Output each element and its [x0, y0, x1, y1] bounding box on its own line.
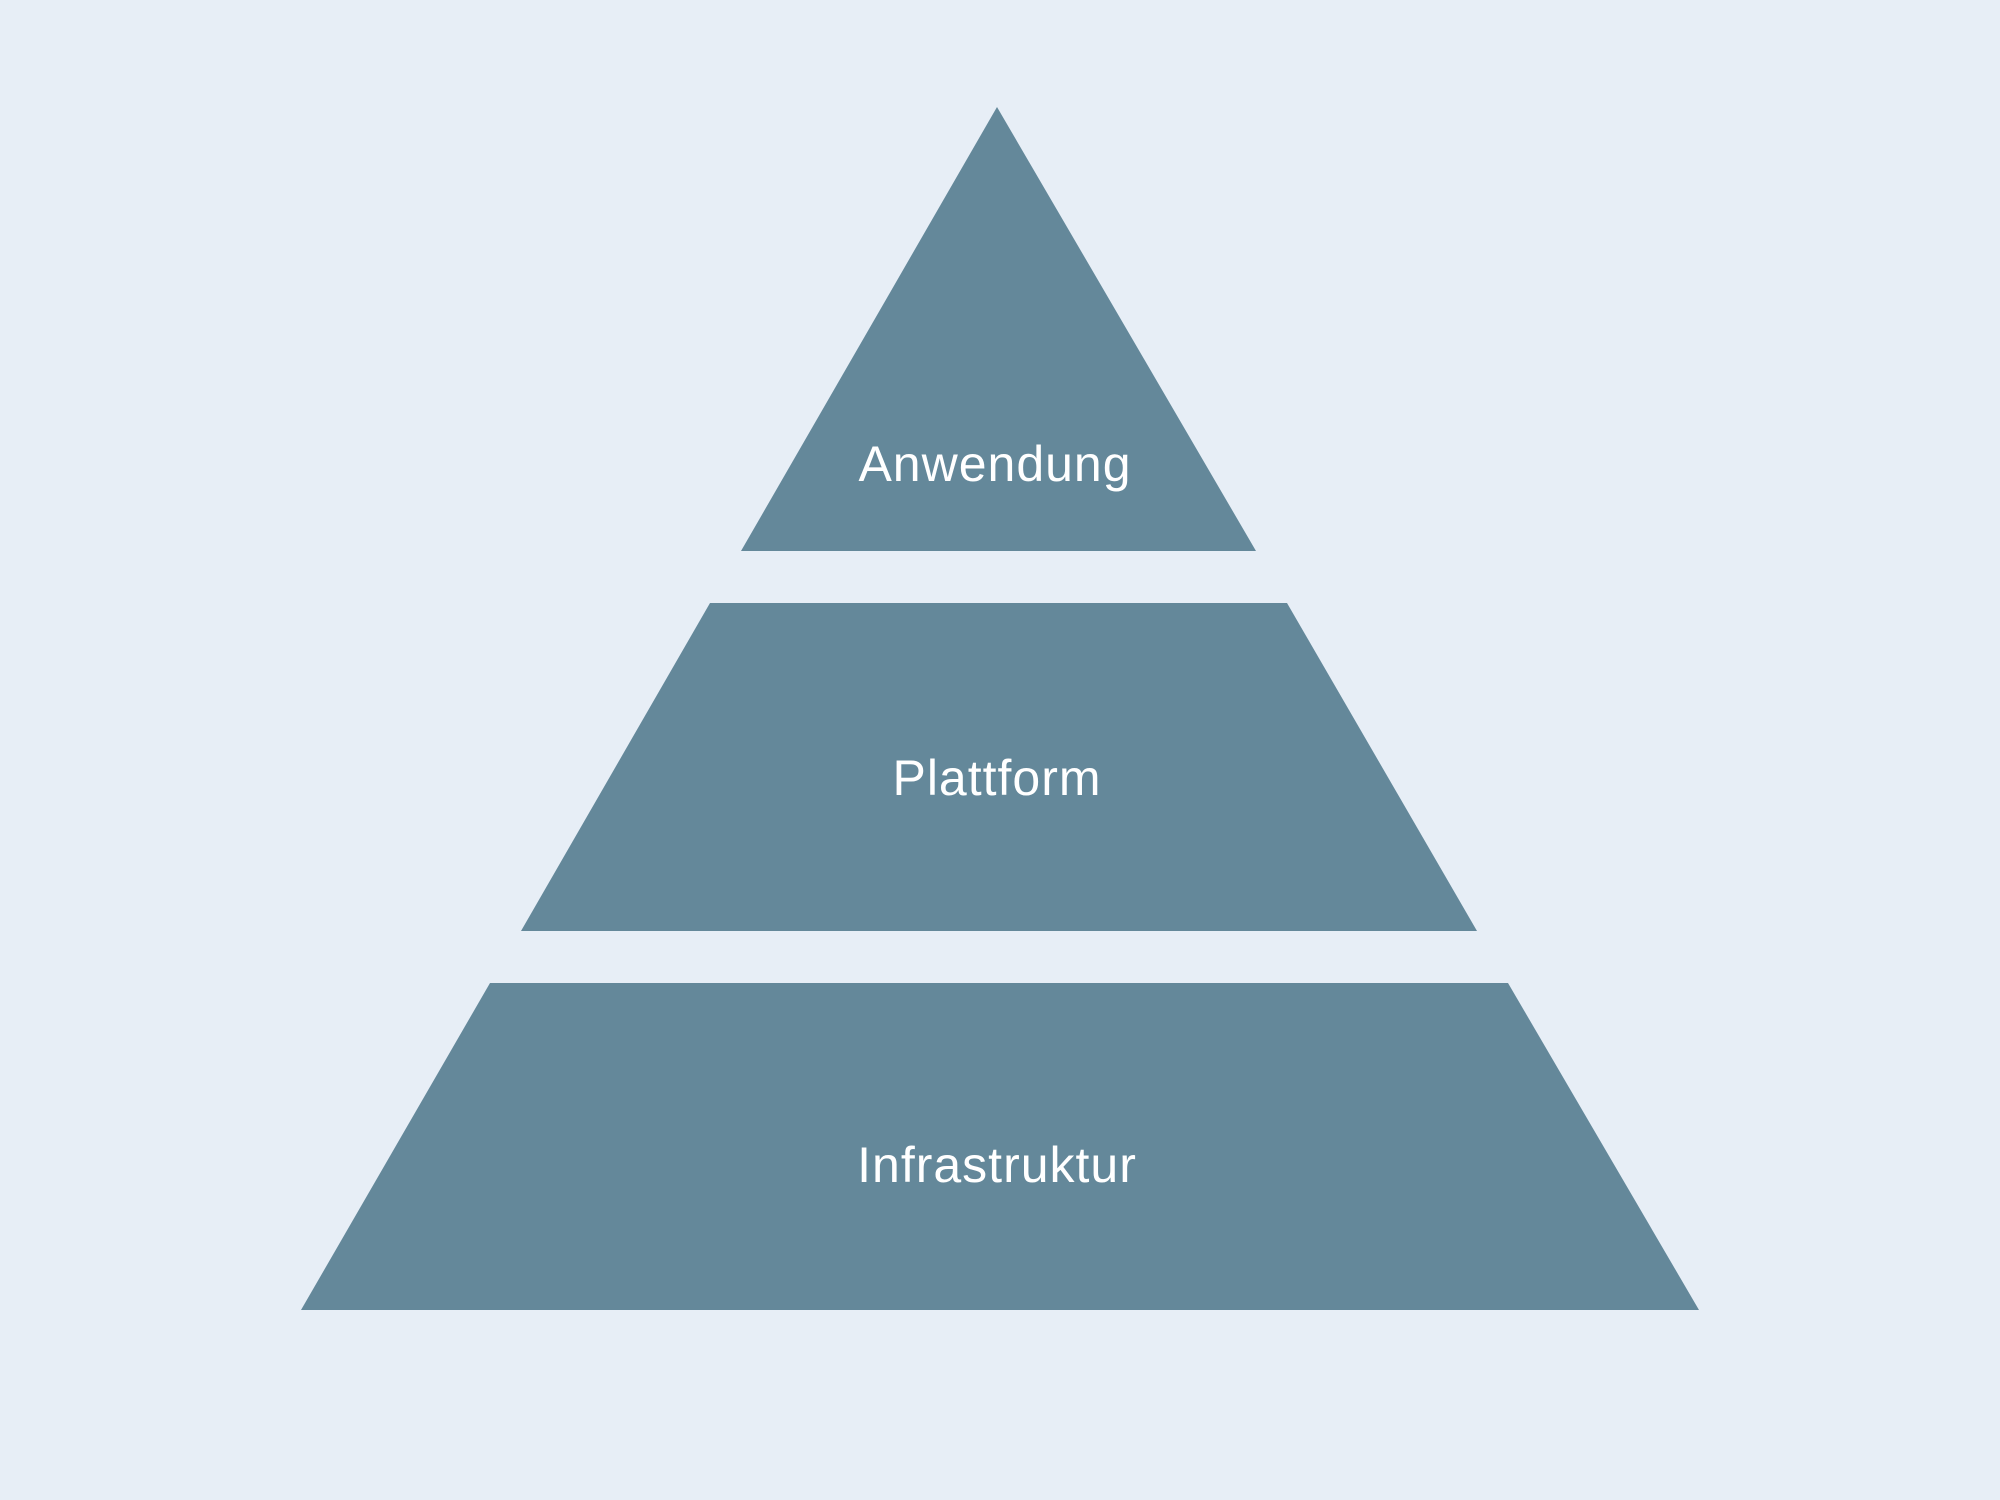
pyramid-tier-bottom-shape [301, 983, 1699, 1310]
pyramid-tier-bottom: Infrastruktur [301, 983, 1699, 1310]
pyramid-tier-middle-shape [521, 603, 1477, 931]
pyramid-tier-top-shape [741, 107, 1256, 551]
pyramid-tier-middle-label: Plattform [892, 750, 1101, 806]
pyramid-tier-top-label: Anwendung [858, 436, 1131, 492]
pyramid-tier-bottom-label: Infrastruktur [857, 1137, 1137, 1193]
pyramid-tier-top: Anwendung [741, 107, 1256, 551]
pyramid-tier-middle: Plattform [521, 603, 1477, 931]
